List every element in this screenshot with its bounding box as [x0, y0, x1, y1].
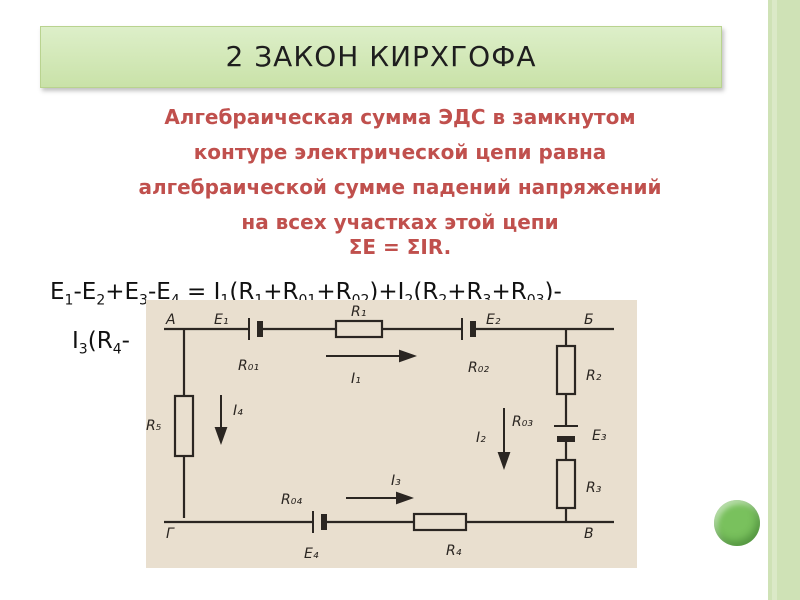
e2-label: E₂: [486, 312, 501, 328]
i1-label: I₁: [351, 371, 361, 387]
slide-border-line: [772, 0, 777, 600]
i4-label: I₄: [233, 403, 243, 419]
node-a-label: А: [165, 312, 176, 328]
r4-label: R₄: [446, 543, 462, 559]
i3-label: I₃: [391, 473, 401, 489]
resistor-r2: [555, 344, 577, 396]
r03-label: R₀₃: [512, 414, 533, 430]
circuit-wires: [164, 327, 614, 524]
r04-label: R₀₄: [281, 492, 302, 508]
navigation-circle-button[interactable]: [714, 500, 760, 546]
resistor-r3: [555, 458, 577, 510]
equation-line-2: I3(R4-: [72, 327, 130, 358]
resistor-r1: [334, 319, 384, 339]
definition-line: на всех участках этой цепи: [241, 210, 559, 234]
current-arrows: [214, 349, 511, 505]
batteries: [248, 318, 578, 533]
slide-title: 2 ЗАКОН КИРХГОФА: [225, 40, 537, 73]
e1-label: E₁: [214, 312, 228, 328]
definition-line: контуре электрической цепи равна: [193, 140, 607, 164]
r2-label: R₂: [586, 368, 602, 384]
title-banner: 2 ЗАКОН КИРХГОФА: [40, 26, 722, 88]
node-v-label: В: [584, 526, 594, 542]
definition-line: Алгебраическая сумма ЭДС в замкнутом: [164, 105, 636, 129]
r01-label: R₀₁: [238, 358, 259, 374]
r3-label: R₃: [586, 480, 602, 496]
circuit-labels: А Б В Г E₁ R₁ E₂ R₀₁ I₁ R₀₂ R₂ R₀₃ E₃ I₂…: [146, 304, 607, 562]
circuit-background: [146, 300, 637, 568]
law-definition: Алгебраическая сумма ЭДС в замкнутом кон…: [70, 100, 730, 240]
resistors: [173, 319, 577, 532]
circuit-diagram: А Б В Г E₁ R₁ E₂ R₀₁ I₁ R₀₂ R₂ R₀₃ E₃ I₂…: [146, 300, 637, 568]
sum-formula: ΣE = ΣIR.: [348, 235, 452, 259]
e4-label: E₄: [304, 546, 319, 562]
r1-label: R₁: [351, 304, 366, 320]
resistor-r5: [173, 394, 195, 458]
node-g-label: Г: [166, 526, 175, 542]
node-b-label: Б: [584, 312, 594, 328]
e3-label: E₃: [592, 428, 607, 444]
definition-line: алгебраической сумме падений напряжений: [138, 175, 662, 199]
resistor-r4: [412, 512, 468, 532]
r02-label: R₀₂: [468, 360, 489, 376]
r5-label: R₅: [146, 418, 162, 434]
i2-label: I₂: [476, 430, 486, 446]
